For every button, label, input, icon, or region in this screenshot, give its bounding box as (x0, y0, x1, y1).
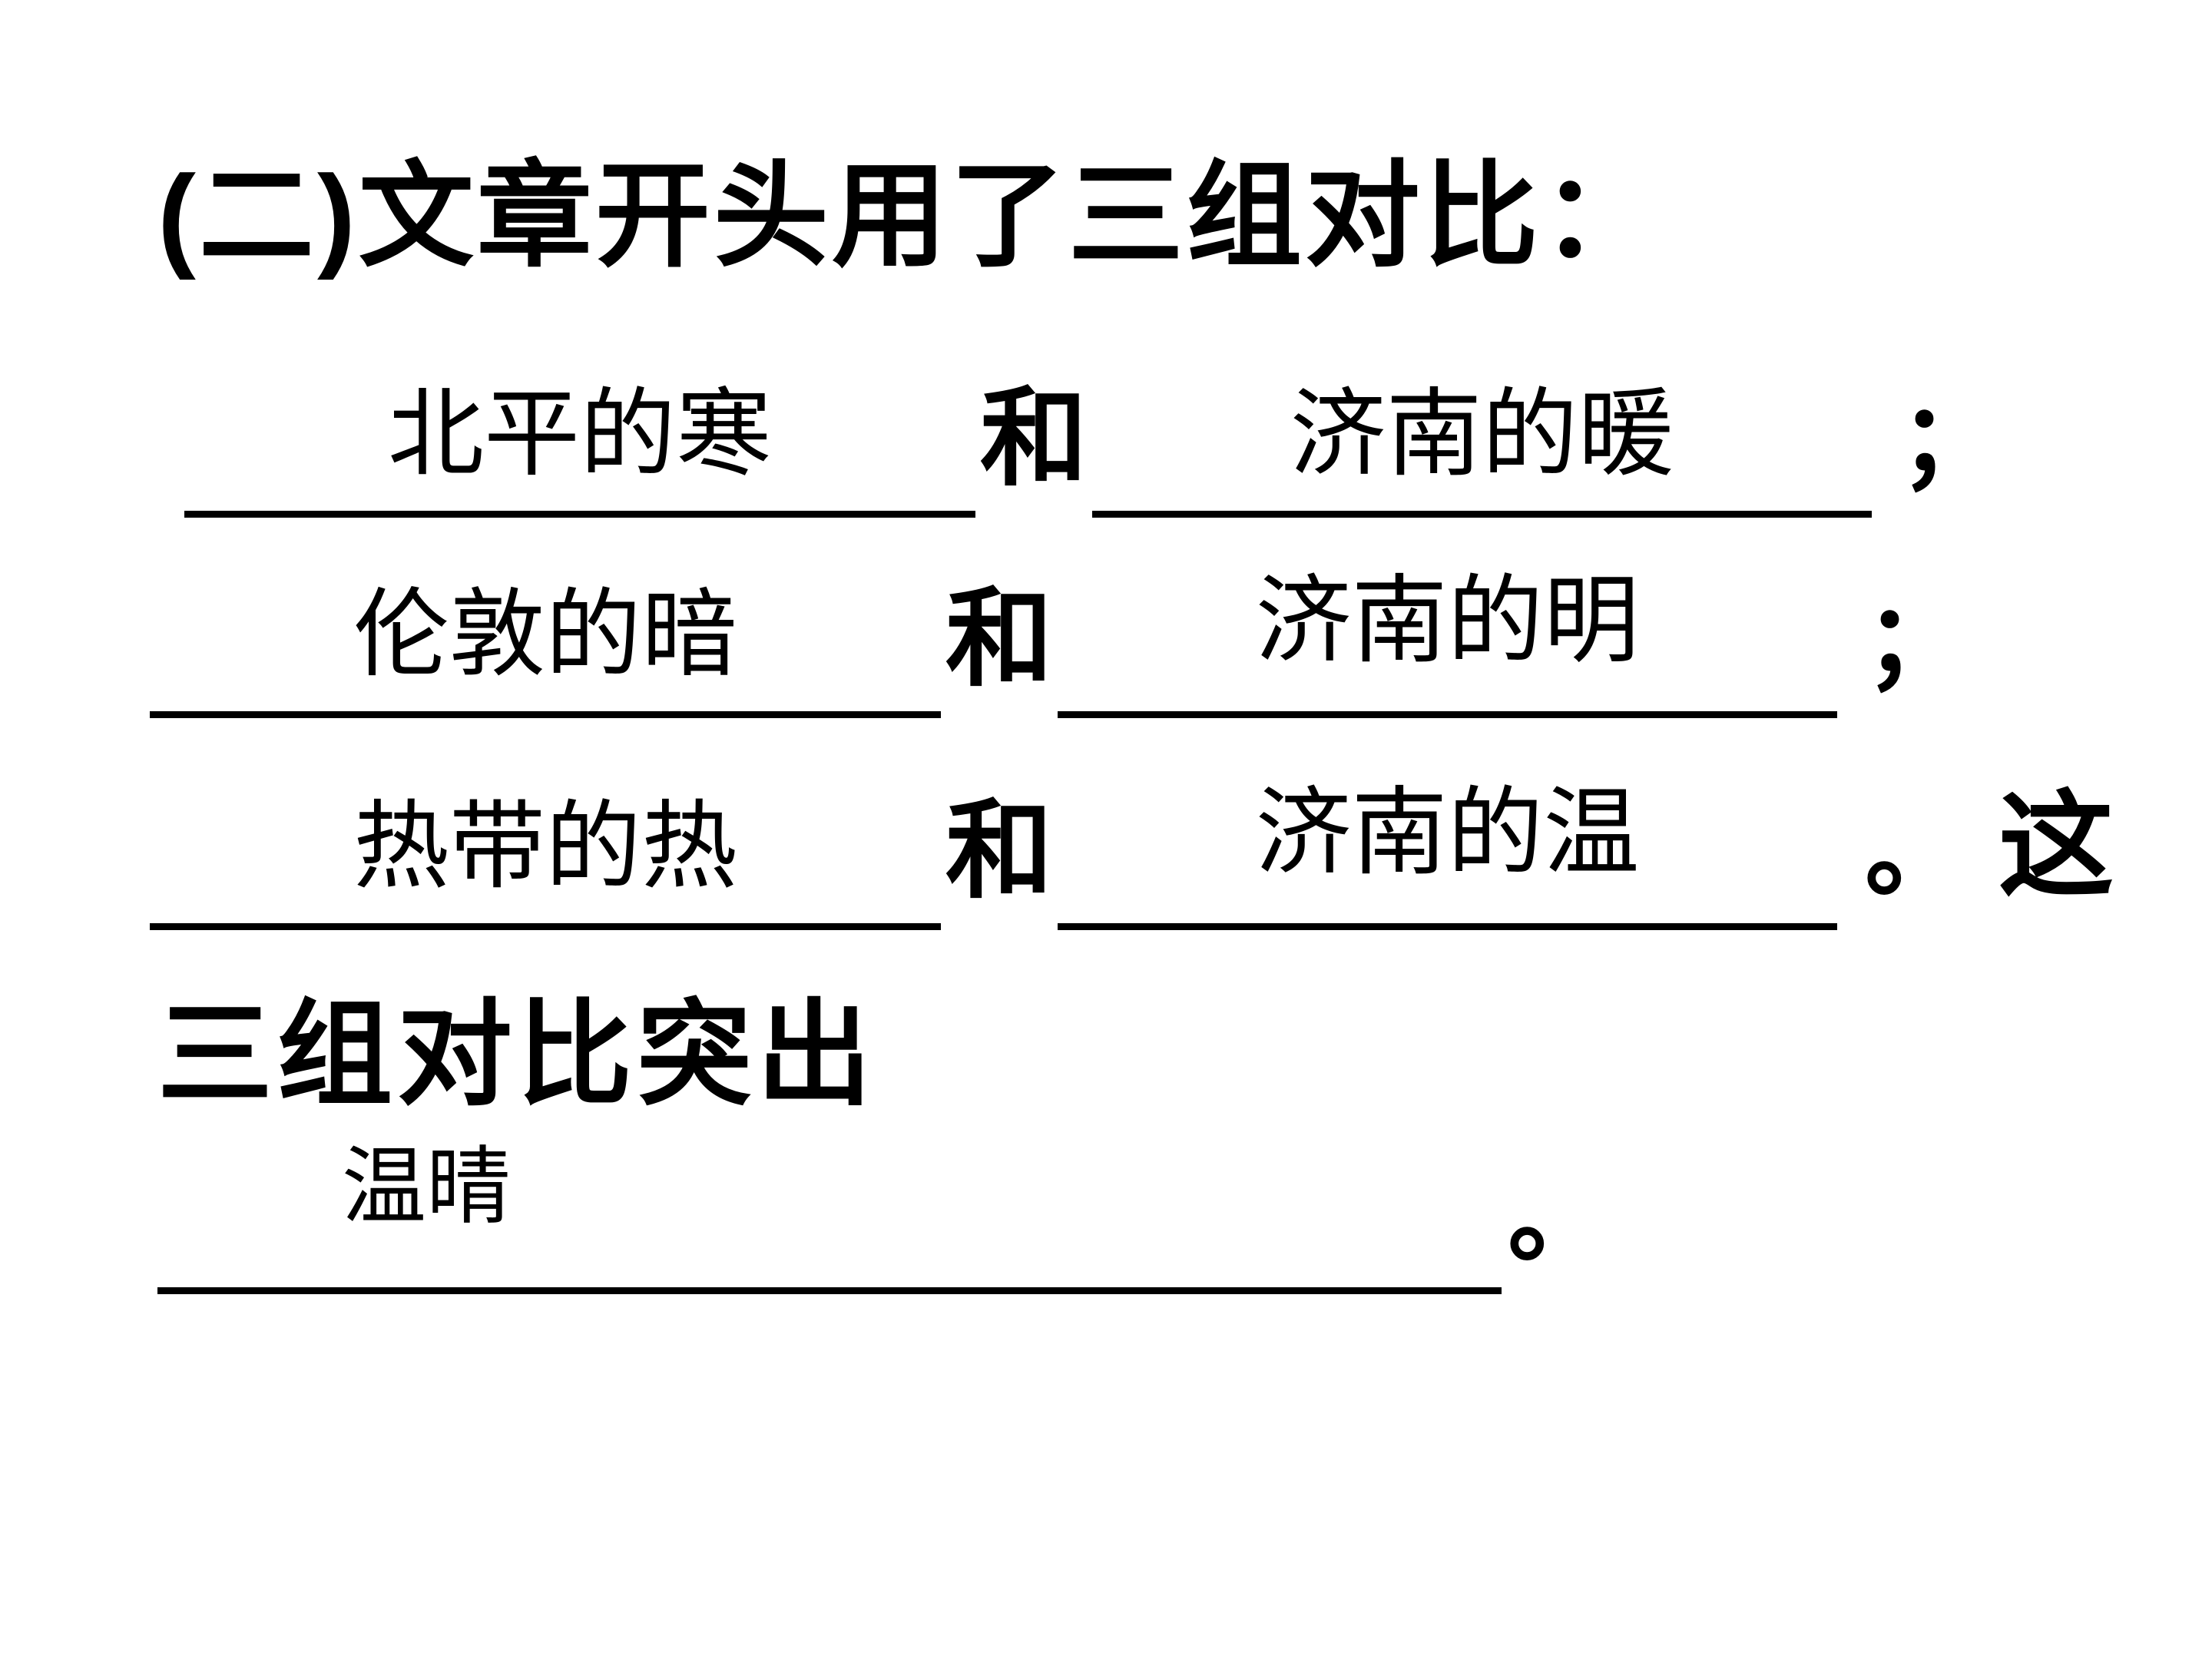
conjunction-3: 和 (945, 790, 1054, 911)
punctuation-1: ； (1899, 384, 2000, 496)
final-punctuation: 。 (1508, 1161, 1608, 1274)
final-blank-underline: 温晴 (157, 1135, 1502, 1294)
punctuation-3: 。 (1865, 796, 1965, 909)
blank-underline-left-2: 伦敦的暗 (150, 576, 941, 718)
slide-title: (二)文章开头用了三组对比： (157, 151, 1660, 280)
blank-underline-right-1: 济南的暖 (1092, 376, 1873, 518)
final-answer: 温晴 (342, 1141, 511, 1234)
answer-right-2: 济南的明 (1255, 568, 1640, 675)
final-answer-row: 温晴 。 (157, 1135, 1608, 1294)
blank-underline-left-3: 热带的热 (150, 788, 941, 930)
punctuation-2: ； (1865, 584, 1965, 697)
blank-underline-left-1: 北平的寒 (184, 376, 975, 518)
answer-left-1: 北平的寒 (388, 382, 772, 488)
blank-underline-right-3: 济南的温 (1058, 781, 1838, 930)
answer-left-3: 热带的热 (353, 794, 737, 901)
closing-line: 三组对比突出 (157, 990, 877, 1119)
answer-right-1: 济南的暖 (1290, 382, 1674, 488)
answer-left-2: 伦敦的暗 (353, 582, 737, 689)
conjunction-2: 和 (945, 578, 1054, 699)
conjunction-1: 和 (980, 378, 1088, 498)
trailing-text: 这 (1998, 781, 2114, 910)
blank-underline-right-2: 济南的明 (1058, 569, 1838, 718)
contrast-row-2: 伦敦的暗 和 济南的明 ； (150, 552, 1965, 718)
answer-right-3: 济南的温 (1255, 780, 1640, 887)
contrast-row-1: 北平的寒 和 济南的暖 ； (184, 352, 1999, 518)
contrast-row-3: 热带的热 和 济南的温 。 这 (150, 753, 2114, 930)
